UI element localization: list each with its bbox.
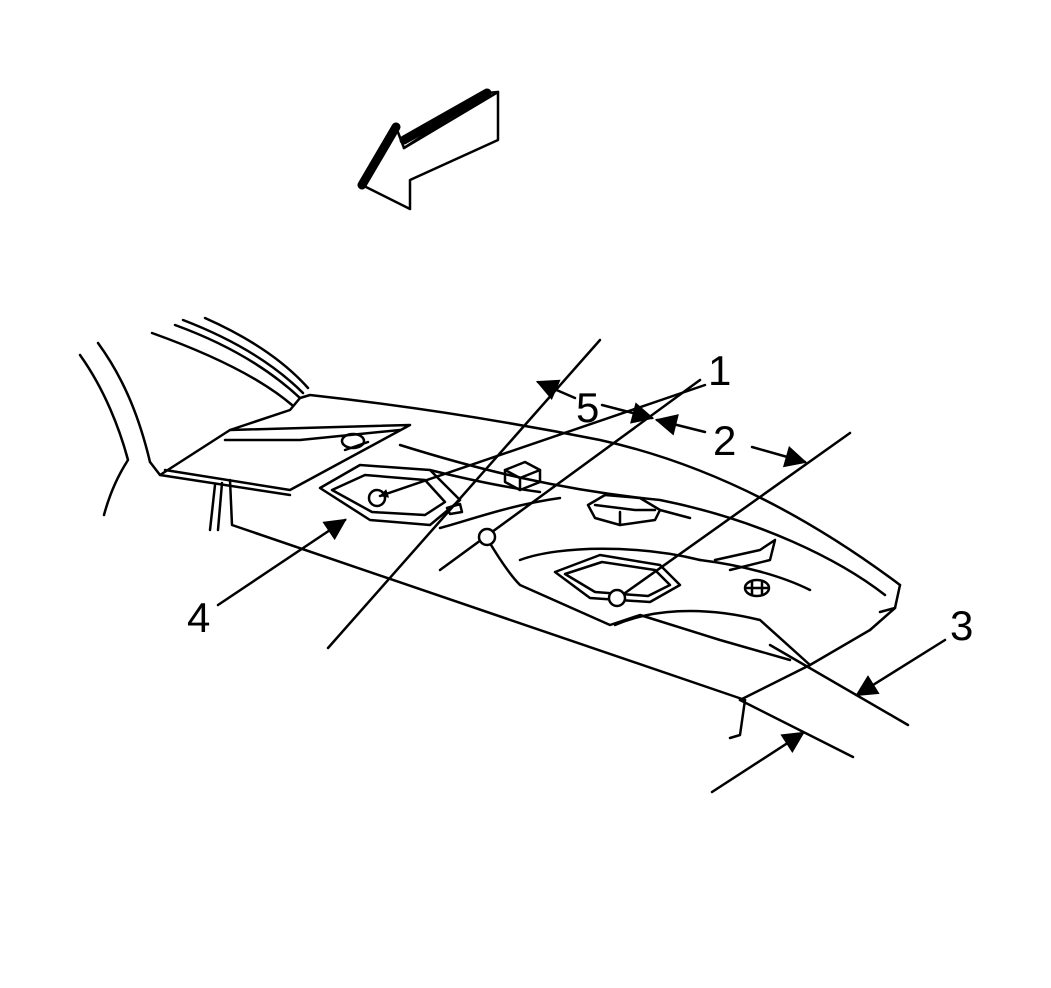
- reference-line-rear: [616, 431, 852, 600]
- callout-2: 2: [713, 417, 736, 464]
- leader-1: [378, 383, 707, 498]
- callout-4: 4: [187, 594, 210, 641]
- forward-arrow-icon: [357, 88, 500, 211]
- dimension-2-right: [750, 445, 808, 468]
- callout-5: 5: [576, 384, 599, 431]
- leader-3-lower: [710, 731, 805, 794]
- leader-3-upper: [855, 638, 947, 697]
- reference-point-center: [477, 527, 497, 547]
- reference-line-side-upper: [768, 643, 910, 727]
- callout-labels: 1 5 2 4 3: [187, 347, 973, 649]
- reference-point-rear: [607, 588, 627, 608]
- leader-4: [216, 518, 347, 607]
- callout-3: 3: [950, 602, 973, 649]
- roof-outline: [78, 316, 902, 740]
- reference-line-side-lower: [738, 698, 855, 759]
- reference-point-front: [367, 488, 387, 508]
- dimension-5-left: [535, 379, 577, 400]
- dimension-5-right: [600, 402, 655, 424]
- leaders: [216, 379, 947, 794]
- callout-1: 1: [708, 347, 731, 394]
- dimension-2-left: [654, 414, 707, 436]
